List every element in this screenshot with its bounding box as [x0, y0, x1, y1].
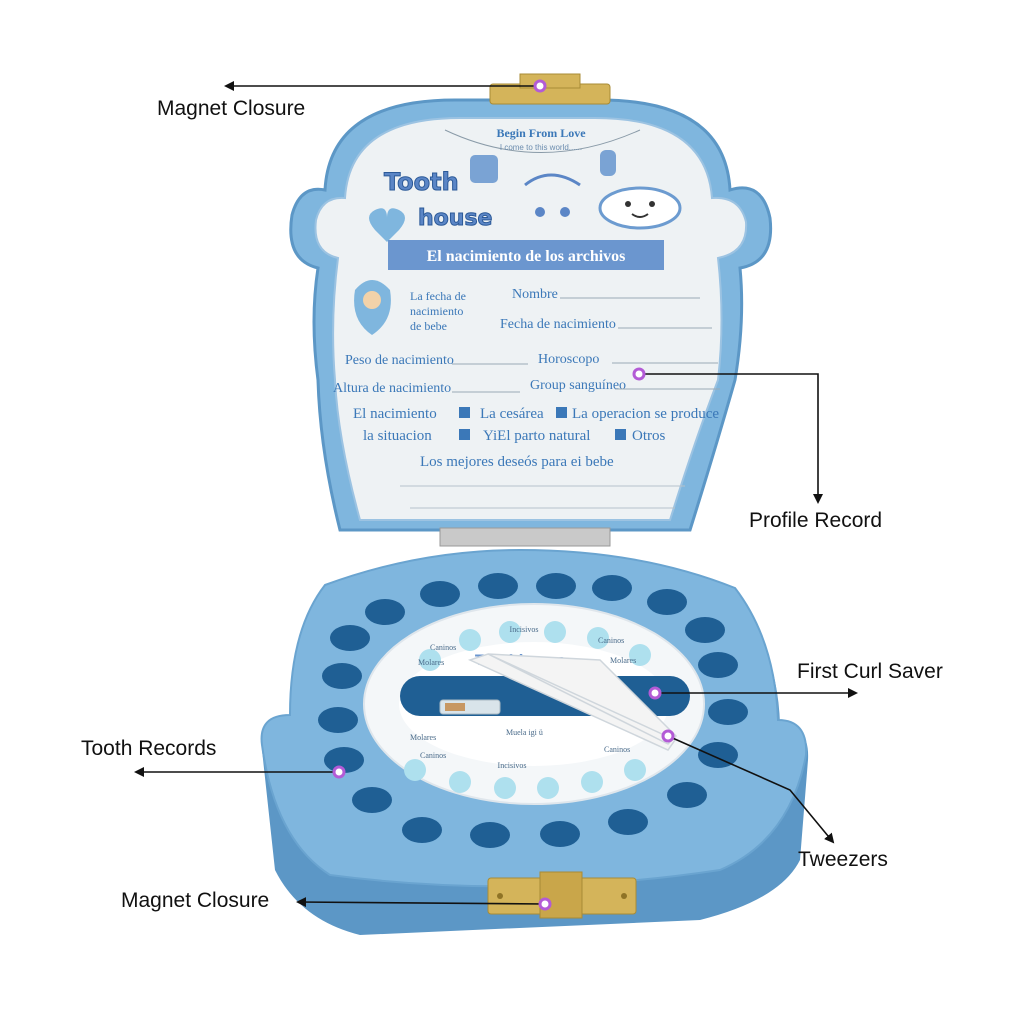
- baby-label-3: de bebe: [410, 319, 447, 333]
- label-molares-l: Molares: [418, 658, 444, 667]
- banner-sub: I come to this world......: [500, 143, 582, 152]
- callout-tweezers: Tweezers: [798, 848, 888, 871]
- label-incisivos-top: Incisivos: [510, 625, 539, 634]
- mobile-icon: [524, 173, 581, 187]
- field-altura: Altura de nacimiento: [333, 381, 451, 396]
- marker-tweezers: [661, 729, 675, 743]
- logo-line2: house: [418, 206, 492, 231]
- field-fecha: Fecha de nacimiento: [500, 317, 616, 332]
- callout-magnet-bottom: Magnet Closure: [121, 889, 270, 912]
- option-cesarea: La cesárea: [480, 406, 544, 422]
- label-caninos-tr: Caninos: [598, 636, 624, 645]
- label-molares-bl: Molares: [410, 733, 436, 742]
- label-muela: Muela igi ü: [506, 728, 543, 737]
- marker-curl: [648, 686, 662, 700]
- lid-hinge: [439, 527, 611, 547]
- cloud-icon: [598, 186, 682, 230]
- callout-first-curl-saver: First Curl Saver: [797, 660, 943, 683]
- callout-profile-record: Profile Record: [749, 509, 883, 532]
- logo-line1: Tooth: [384, 168, 459, 196]
- marker-profile: [632, 367, 646, 381]
- title-banner: [388, 240, 664, 270]
- callout-markers: [332, 79, 675, 911]
- field-peso: Peso de nacimiento: [345, 353, 454, 368]
- heart-icon: [369, 208, 405, 242]
- banner-top: Begin From Love: [496, 126, 586, 140]
- bottom-clasp: [487, 871, 637, 919]
- field-horoscopo: Horoscopo: [538, 352, 599, 367]
- callout-tooth-records: Tooth Records: [81, 737, 217, 760]
- field-nacimiento: El nacimiento: [353, 406, 437, 422]
- label-incisivos-bottom: Incisivos: [498, 761, 527, 770]
- label-molares-r: Molares: [610, 656, 636, 665]
- card-title: El nacimiento de los archivos: [427, 248, 626, 265]
- label-caninos-bl: Caninos: [420, 751, 446, 760]
- marker-tooth: [332, 765, 346, 779]
- option-parto: YiEl parto natural: [483, 428, 590, 444]
- callout-lines: [134, 81, 858, 908]
- tooth-compartments: [318, 573, 748, 848]
- baby-icon: [354, 280, 391, 335]
- option-operacion: La operacion se produce: [572, 406, 719, 422]
- label-caninos-br: Caninos: [604, 745, 630, 754]
- label-caninos-tl: Caninos: [430, 643, 456, 652]
- baby-label-2: nacimiento: [410, 304, 463, 318]
- field-nombre: Nombre: [512, 287, 558, 302]
- option-otros: Otros: [632, 428, 665, 444]
- baby-label-1: La fecha de: [410, 289, 466, 303]
- tweezers-shape: [467, 653, 678, 751]
- callout-magnet-top: Magnet Closure: [157, 97, 306, 120]
- pacifier-icon: [600, 150, 616, 176]
- lid: Begin From Love I come to this world....…: [289, 73, 773, 547]
- onesie-icon: [470, 155, 498, 183]
- marker-magnet-top: [533, 79, 547, 93]
- field-group: Group sanguíneo: [530, 378, 626, 393]
- field-situacion: la situacion: [363, 428, 432, 444]
- marker-magnet-bottom: [538, 897, 552, 911]
- field-deseos: Los mejores deseós para ei bebe: [420, 454, 614, 470]
- tray: Incisivos Caninos Caninos Molares Molare…: [260, 548, 809, 935]
